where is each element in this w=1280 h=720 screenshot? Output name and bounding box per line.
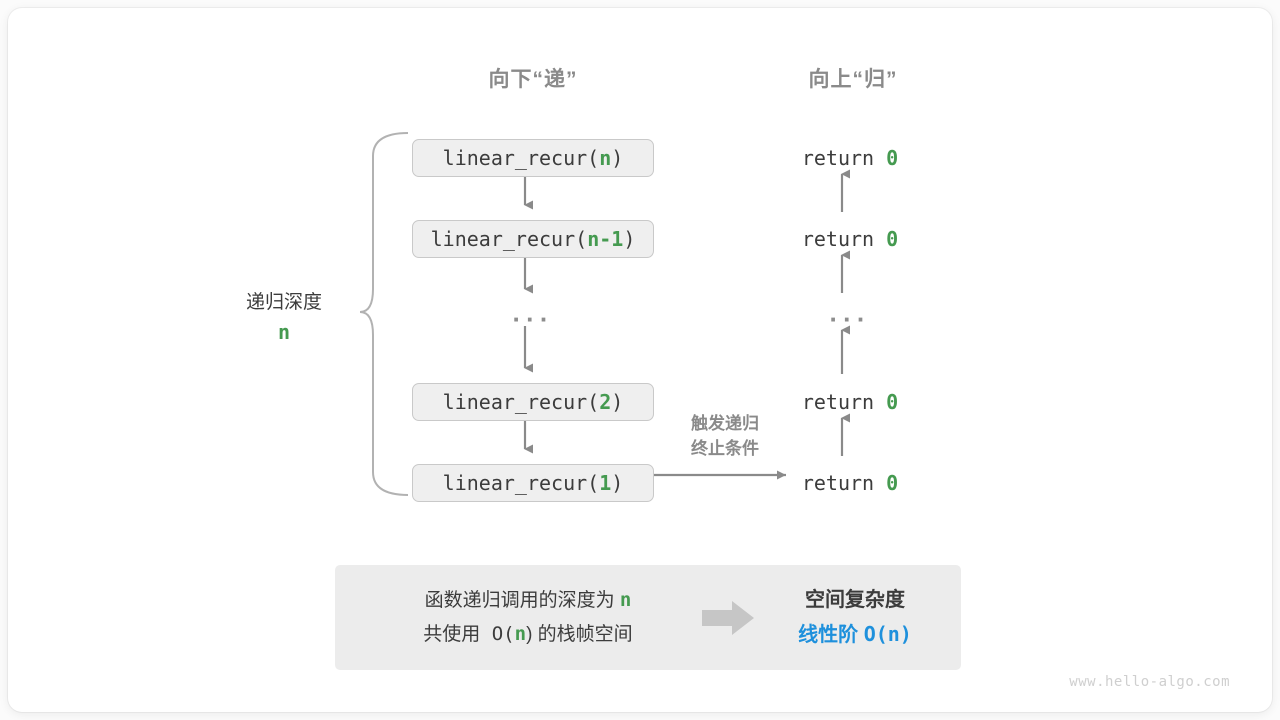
call-frame-prefix: linear_recur(: [442, 390, 600, 414]
call-frame-suffix: ): [611, 146, 624, 170]
return-statement: return 0: [750, 146, 950, 170]
summary-description: 函数递归调用的深度为 n 共使用 O(n) 的栈帧空间: [335, 584, 693, 651]
base-case-note-line1: 触发递归: [691, 414, 759, 433]
call-frame-box: linear_recur(n): [412, 139, 654, 177]
summary-line-2: 共使用 O(n) 的栈帧空间: [363, 618, 693, 651]
call-frame-arg: n: [599, 146, 612, 170]
call-stack-ellipsis: ···: [512, 304, 554, 334]
return-statement: return 0: [750, 227, 950, 251]
return-value: 0: [886, 390, 899, 414]
connector-layer: [359, 132, 850, 496]
call-frame-prefix: linear_recur(: [442, 146, 600, 170]
call-frame-suffix: ): [611, 471, 624, 495]
base-case-note-line2: 终止条件: [691, 438, 759, 458]
implies-arrow: [693, 600, 763, 635]
order-label: 线性阶: [798, 624, 864, 646]
call-frame-arg: 1: [599, 471, 612, 495]
summary-result: 空间复杂度 线性阶 O(n): [763, 583, 961, 652]
call-frame-prefix: linear_recur(: [442, 471, 600, 495]
return-keyword: return: [801, 146, 875, 170]
recursion-depth-label: 递归深度 n: [194, 288, 374, 348]
summary-line1-text: 函数递归调用的深度为: [424, 590, 620, 612]
return-keyword: return: [801, 390, 875, 414]
call-frame-box: linear_recur(1): [412, 464, 654, 502]
summary-line2-n: n: [514, 622, 527, 645]
call-frame-suffix: ): [611, 390, 624, 414]
return-keyword: return: [801, 471, 875, 495]
summary-result-title: 空间复杂度: [805, 589, 905, 611]
call-frame-suffix: ): [623, 227, 636, 251]
summary-result-order: 线性阶 O(n): [763, 617, 947, 652]
order-value: O(n): [863, 622, 912, 646]
call-frame-box: linear_recur(2): [412, 383, 654, 421]
summary-line2-suffix: ) 的栈帧空间: [526, 623, 633, 645]
diagram-card: 向下“递” 向上“归”: [8, 8, 1272, 712]
watermark: www.hello-algo.com: [1069, 674, 1230, 690]
return-value: 0: [886, 227, 899, 251]
complexity-summary-panel: 函数递归调用的深度为 n 共使用 O(n) 的栈帧空间 空间复杂度 线性阶 O(…: [335, 565, 961, 670]
block-arrow-right-icon: [702, 600, 754, 635]
summary-line2-prefix: 共使用 O(: [423, 622, 515, 645]
depth-brace: [359, 132, 409, 496]
recursion-depth-value: n: [277, 320, 291, 345]
return-statement: return 0: [750, 390, 950, 414]
recursion-depth-text: 递归深度: [245, 292, 322, 313]
call-frame-arg: 2: [599, 390, 612, 414]
call-frame-arg: n-1: [587, 227, 624, 251]
summary-line-1: 函数递归调用的深度为 n: [363, 584, 693, 617]
return-value: 0: [886, 146, 899, 170]
call-frame-box: linear_recur(n-1): [412, 220, 654, 258]
return-statement: return 0: [750, 471, 950, 495]
call-frame-prefix: linear_recur(: [430, 227, 588, 251]
return-value: 0: [886, 471, 899, 495]
return-keyword: return: [801, 227, 875, 251]
return-ellipsis: ···: [829, 304, 871, 334]
summary-line1-n: n: [619, 589, 632, 612]
column-header-descend: 向下“递”: [488, 68, 578, 91]
base-case-note: 触发递归 终止条件: [660, 412, 790, 461]
column-header-ascend: 向上“归”: [808, 68, 898, 91]
